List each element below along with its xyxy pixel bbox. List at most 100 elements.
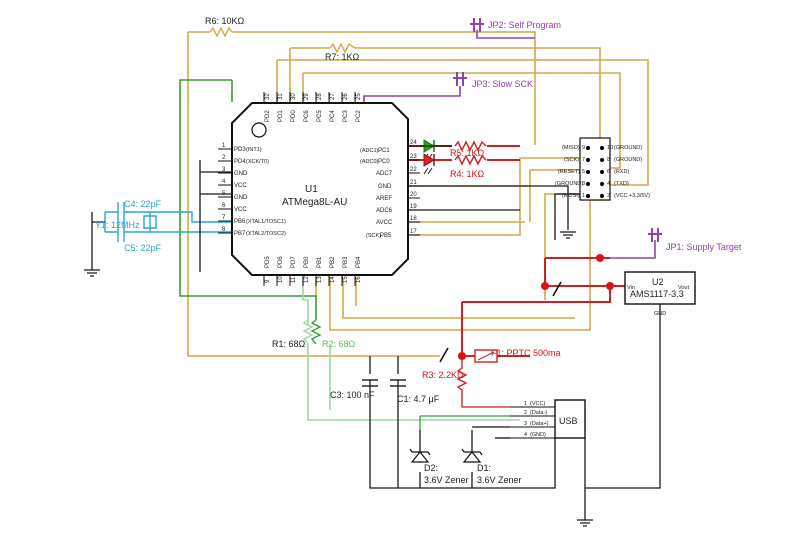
regulator-u2: U2 AMS1117-3.3 Vin Vout GND <box>624 271 696 317</box>
pin-name: PB4 <box>356 256 362 268</box>
jumper-jp3 <box>453 72 467 86</box>
pin-num: 7 <box>222 215 226 221</box>
r3-label: R3: 2.2KΩ <box>422 370 464 380</box>
pin-name: PB3 <box>343 256 349 268</box>
pin-num: 15 <box>343 276 349 283</box>
pin-num: 3 <box>222 167 226 173</box>
pin-name: VCC <box>234 207 247 213</box>
header-pin-name: (VCC +3.3/5V) <box>614 193 650 199</box>
resistor-r4 <box>454 154 487 166</box>
pin-num: 29 <box>304 93 310 100</box>
header-pin-num: 4 <box>607 181 610 187</box>
pin-name: PD3 <box>234 147 246 153</box>
isp-header-right-labels: 2 (VCC +3.3/5V) 4 (TXD) 6 (RXD) 8 (GROUN… <box>607 145 650 199</box>
pin-num: 13 <box>317 276 323 283</box>
pin-num: 8 <box>222 227 226 233</box>
pin-name: PD7 <box>291 256 297 268</box>
capacitor-c3 <box>362 379 378 387</box>
pin-name: GND <box>234 195 248 201</box>
usb-pin-num: 2 <box>524 410 527 416</box>
pin-alt: (INT1) <box>246 147 262 153</box>
pin-num: 31 <box>278 93 284 100</box>
mcu-bottom-pin-labels: 9 PD5 10 PD6 11 PD7 12 PB0 13 PB1 14 PB2… <box>265 256 362 283</box>
mcu-part: ATMega8L-AU <box>282 197 347 208</box>
junction-nodes <box>458 254 614 360</box>
pin-num: 19 <box>410 204 417 210</box>
y1-label: Y1: 12MHz <box>95 220 140 230</box>
c4-label: C4: 22pF <box>124 199 162 209</box>
pin-name: VCC <box>234 183 247 189</box>
resistor-r7 <box>329 42 356 54</box>
usb-connector: USB 1 (VCC) 2 (Data-) 3 (Data+) 4 (GND) <box>510 399 586 439</box>
pin-name: PD0 <box>291 110 297 122</box>
header-pin-num: 9 <box>582 145 585 151</box>
r6-label: R6: 10KΩ <box>205 16 245 26</box>
r1-label: R1: 68Ω <box>272 339 306 349</box>
pin-name: PD5 <box>265 256 271 268</box>
ground-icon <box>560 231 576 239</box>
usb-pin-name: (Data+) <box>530 421 549 427</box>
header-pin-name: (GROUND) <box>555 181 583 187</box>
pin-alt: (XTAL1/TOSC1) <box>246 219 286 225</box>
regulator-vin: Vin <box>627 285 635 291</box>
d1-ref: D1: <box>477 463 491 473</box>
usb-pin-name: (GND) <box>530 432 546 438</box>
pin-name: PB6 <box>234 219 246 225</box>
zener-d2 <box>409 448 431 463</box>
usb-pin-name: (VCC) <box>530 401 545 407</box>
pin-alt: (XTAL2/TOSC2) <box>246 231 286 237</box>
pin-alt: (XCK/T0) <box>246 159 269 165</box>
capacitor-c1 <box>390 379 406 387</box>
jumper-jp1 <box>648 228 662 242</box>
pin-num: 24 <box>410 140 417 146</box>
regulator-gnd: GND <box>654 311 666 317</box>
header-pin-num: 6 <box>607 169 610 175</box>
r2-label: R2: 68Ω <box>322 339 356 349</box>
mcu-bottom-pins <box>263 275 356 286</box>
header-pin-name: (RXD) <box>614 169 629 175</box>
pin-name: ADC6 <box>376 208 393 214</box>
pin-num: 23 <box>410 154 417 160</box>
header-pin-num: 10 <box>607 145 613 151</box>
resistor-r2 <box>310 319 322 345</box>
jp3-label: JP3: Slow SCK <box>472 79 533 89</box>
mcu-right-pins <box>408 145 420 236</box>
header-pin-num: 7 <box>582 157 585 163</box>
usb-pin-num: 3 <box>524 421 527 427</box>
resistor-r5 <box>454 140 487 152</box>
pin-name: PB1 <box>317 256 323 268</box>
c3-label: C3: 100 nF <box>330 390 375 400</box>
pin-alt: (SCK) <box>366 233 381 239</box>
usb-pin-name: (Data-) <box>530 410 547 416</box>
d1-value: 3.6V Zener <box>477 475 522 485</box>
jp1-label: JP1: Supply Target <box>666 242 742 252</box>
resistor-r1 <box>302 319 314 345</box>
pin-name: ADC7 <box>376 171 393 177</box>
pin-name: PD2 <box>265 110 271 122</box>
pin-num: 17 <box>410 229 417 235</box>
pin-name: PC6 <box>304 110 310 122</box>
wires-dark <box>91 160 661 520</box>
r4-label: R4: 1KΩ <box>450 169 485 179</box>
led-red <box>423 153 435 175</box>
pin-num: 26 <box>343 93 349 100</box>
pin-name: PB0 <box>304 256 310 268</box>
pin-num: 2 <box>222 155 226 161</box>
header-pin-name: (MISO) <box>562 145 580 151</box>
pin-name: PC5 <box>317 110 323 122</box>
header-pin-num: 2 <box>607 193 610 199</box>
pin-name: PC1 <box>378 148 390 154</box>
f1-label: F1: PPTC 500ma <box>491 348 561 358</box>
pin-name: PD6 <box>278 256 284 268</box>
header-pin-name: (RESET) <box>558 169 580 175</box>
pin-name: PD1 <box>278 110 284 122</box>
zener-d1 <box>461 448 483 463</box>
pin-name: PC0 <box>378 159 390 165</box>
pin-name: PB7 <box>234 231 246 237</box>
regulator-part: AMS1117-3.3 <box>630 289 684 299</box>
pin-name: GND <box>234 171 248 177</box>
header-pin-name: (SCK) <box>564 157 579 163</box>
jumper-jp2 <box>470 18 484 32</box>
r5-label: R5: 1KΩ <box>450 148 485 158</box>
